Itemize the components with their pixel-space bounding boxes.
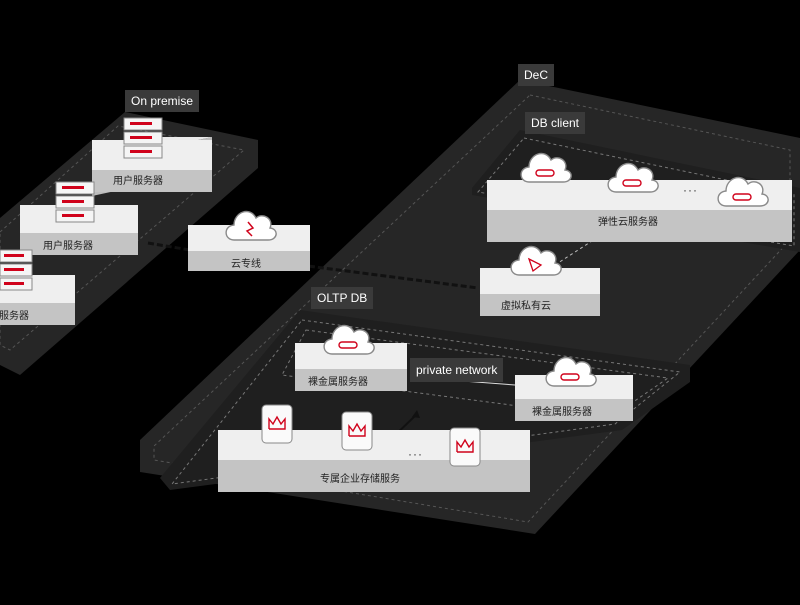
cloud-bms-icon (323, 324, 375, 355)
label-vpc: 虚拟私有云 (501, 301, 551, 312)
server-rack-icon (0, 249, 33, 291)
ecs-ellipsis: ··· (683, 183, 698, 197)
server-rack-icon (123, 117, 163, 159)
storage-crown-icon (261, 404, 293, 444)
server-rack-icon (55, 181, 95, 223)
label-bms-right: 裸金属服务器 (532, 407, 592, 418)
platform-bms-right (515, 375, 633, 421)
storage-crown-icon (341, 411, 373, 451)
label-storage: 专属企业存储服务 (320, 474, 400, 485)
private-network-label: private network (410, 358, 504, 382)
label-user-server-2: 用户服务器 (43, 241, 93, 252)
label-bms-left: 裸金属服务器 (308, 377, 368, 388)
platform-bms-left (295, 343, 407, 391)
cloud-bms-icon (607, 162, 659, 193)
cloud-vpc-icon (510, 245, 562, 276)
zone-label-db-client: DB client (525, 112, 586, 134)
label-user-server-1: 用户服务器 (113, 176, 163, 187)
zone-label-oltp-db: OLTP DB (311, 287, 374, 309)
cloud-bms-icon (717, 176, 769, 207)
label-user-server-3: 服务器 (0, 311, 29, 322)
label-ecs: 弹性云服务器 (598, 217, 658, 228)
storage-crown-icon (449, 427, 481, 467)
cloud-bms-icon (520, 152, 572, 183)
cloud-connect-icon (225, 210, 277, 241)
storage-ellipsis: ··· (408, 447, 423, 461)
zone-label-dec: DeC (518, 64, 555, 86)
label-direct-connect: 云专线 (231, 259, 261, 270)
cloud-bms-icon (545, 356, 597, 387)
zone-label-on-premise: On premise (125, 90, 200, 112)
